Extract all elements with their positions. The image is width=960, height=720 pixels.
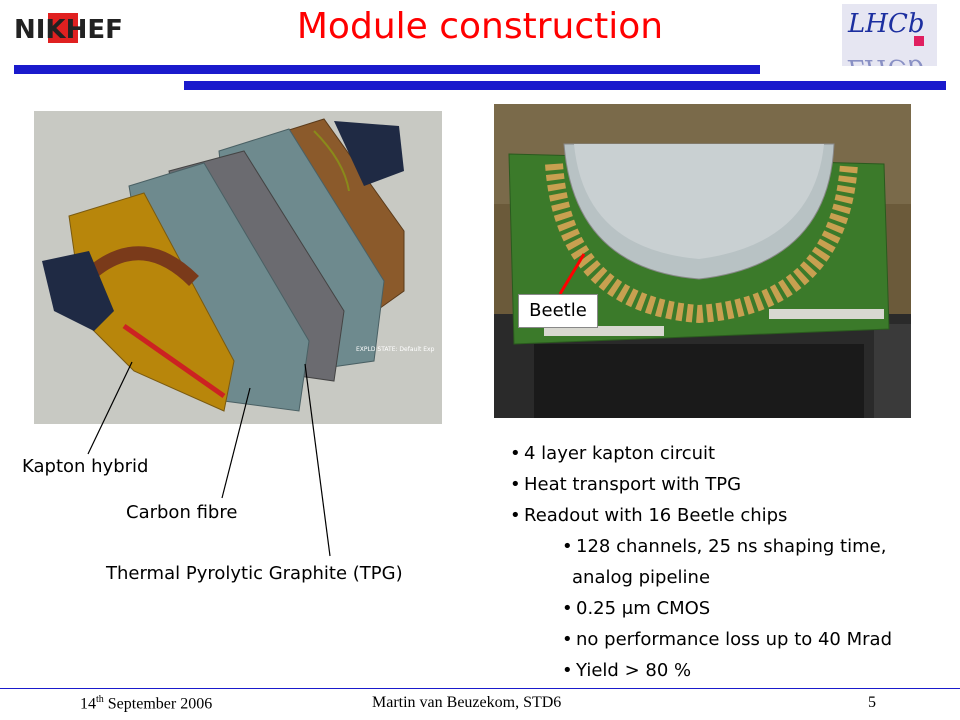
footer-date-rest: September 2006 (103, 695, 213, 713)
exploded-image-caption: EXPLD STATE: Default Exp (356, 346, 435, 353)
sub-bullet-item: 0.25 μm CMOS (510, 593, 950, 624)
title-bar-lower (184, 81, 946, 90)
module-photo (494, 104, 911, 418)
sub-bullet-item: 128 channels, 25 ns shaping time, (510, 531, 950, 562)
bullet-item: Readout with 16 Beetle chips (510, 500, 950, 531)
lhcb-logo-mirror: LHCb (847, 53, 924, 66)
lhcb-logo: LHCb LHCb (842, 4, 937, 66)
footer-page-number: 5 (868, 694, 876, 711)
footer-rule (0, 688, 960, 689)
carbon-fibre-label: Carbon fibre (126, 502, 238, 523)
exploded-module-image: EXPLD STATE: Default Exp (34, 111, 442, 424)
sub-bullet-item: no performance loss up to 40 Mrad (510, 624, 950, 655)
title-bar-upper (14, 65, 760, 74)
bullet-item: Heat transport with TPG (510, 469, 950, 500)
nikhef-logo: NIKHEF (10, 8, 130, 48)
tpg-label: Thermal Pyrolytic Graphite (TPG) (106, 563, 403, 584)
footer-date: 14th September 2006 (80, 694, 212, 713)
nikhef-logo-text: NIKHEF (14, 15, 123, 45)
sub-bullet-item: Yield > 80 % (510, 655, 950, 686)
footer-date-day: 14 (80, 695, 96, 713)
bullet-item: 4 layer kapton circuit (510, 438, 950, 469)
sub-bullet-continuation: analog pipeline (572, 567, 711, 588)
footer-author: Martin van Beuzekom, STD6 (372, 694, 562, 711)
beetle-callout: Beetle (518, 294, 598, 328)
footer-date-suffix: th (96, 694, 104, 705)
slide-title: Module construction (296, 6, 664, 47)
lhcb-logo-top: LHCb (847, 9, 924, 39)
kapton-hybrid-label: Kapton hybrid (22, 456, 149, 477)
bullet-list: 4 layer kapton circuit Heat transport wi… (510, 438, 950, 686)
